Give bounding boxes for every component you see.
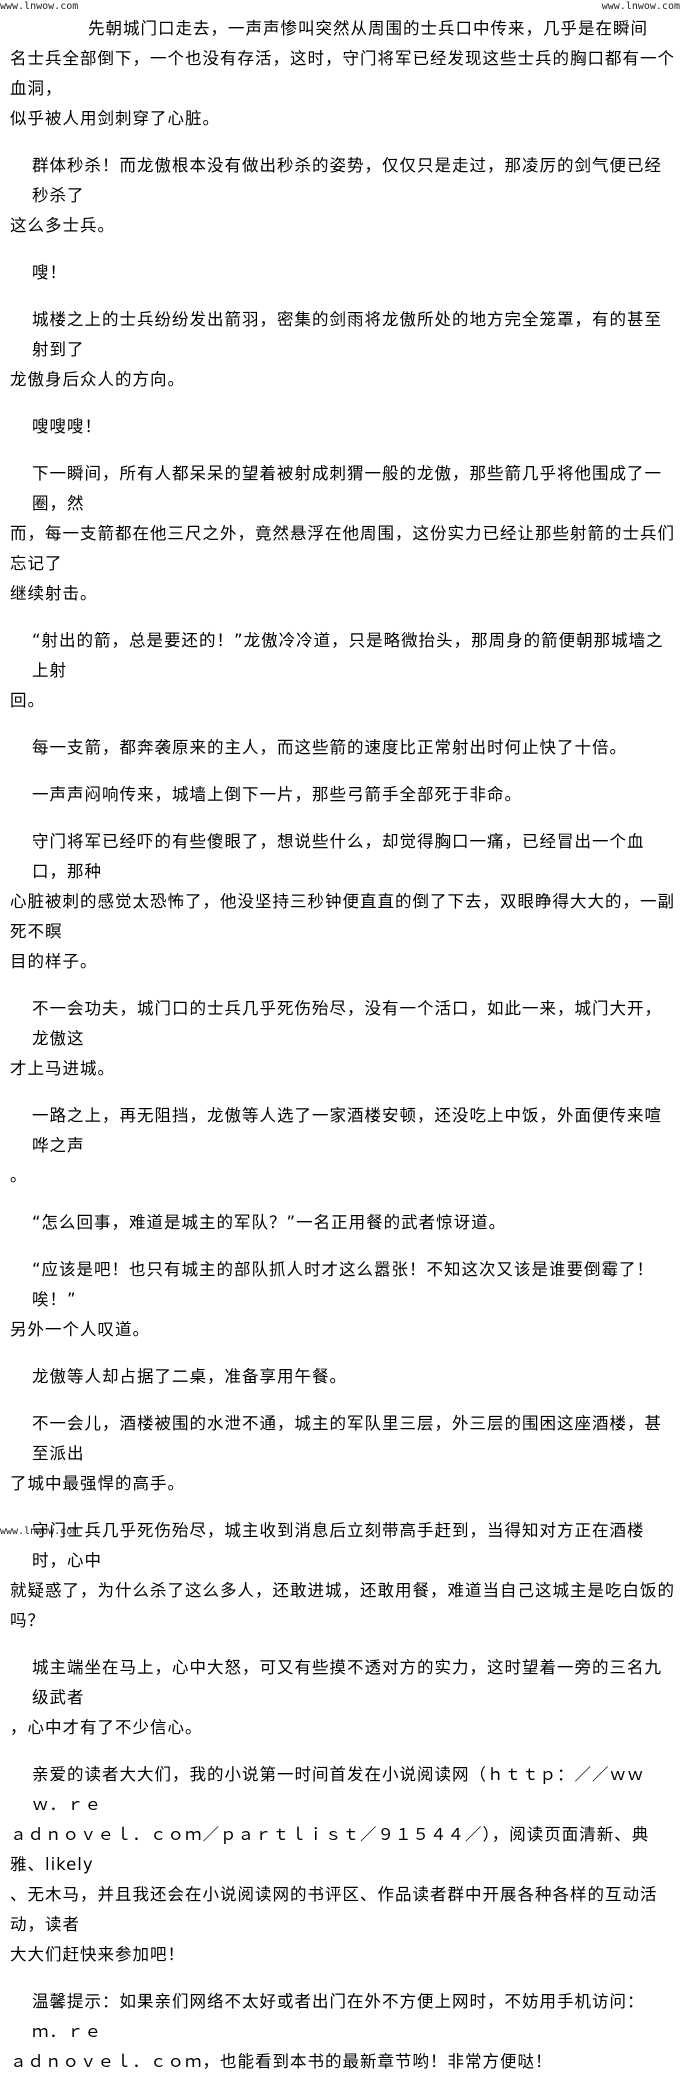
paragraph: “射出的箭，总是要还的！”龙傲冷冷道，只是略微抬头，那周身的箭便朝那城墙之上射回… [10,626,675,716]
text-line: 这么多士兵。 [10,216,115,235]
paragraph: 嗖！ [10,258,675,288]
paragraph: 群体秒杀！而龙傲根本没有做出秒杀的姿势，仅仅只是走过，那凌厉的剑气便已经秒杀了这… [10,151,675,241]
text-line: 群体秒杀！而龙傲根本没有做出秒杀的姿势，仅仅只是走过，那凌厉的剑气便已经秒杀了 [32,156,662,205]
paragraph: “应该是吧！也只有城主的部队抓人时才这么嚣张！不知这次又该是谁要倒霉了！唉！” 另… [10,1255,675,1345]
text-line: 城楼之上的士兵纷纷发出箭羽，密集的剑雨将龙傲所处的地方完全笼罩，有的甚至射到了 [32,310,662,359]
paragraph: 每一支箭，都奔袭原来的主人，而这些箭的速度比正常射出时何止快了十倍。 [10,733,675,763]
text-line: 名士兵全部倒下，一个也没有存活，这时，守门将军已经发现这些士兵的胸口都有一个血洞… [10,49,675,98]
paragraph: 龙傲等人却占据了二桌，准备享用午餐。 [10,1362,675,1392]
text-line: 、无木马，并且我还会在小说阅读网的书评区、作品读者群中开展各种各样的互动活动，读… [10,1885,658,1934]
text-line: 下一瞬间，所有人都呆呆的望着被射成刺猬一般的龙傲，那些箭几乎将他围成了一圈，然 [32,464,662,513]
text-line: 继续射击。 [10,584,98,603]
text-line: 一声声闷响传来，城墙上倒下一片，那些弓箭手全部死于非命。 [32,785,522,804]
text-line: 了城中最强悍的高手。 [10,1474,185,1493]
text-line: 不一会儿，酒楼被围的水泄不通，城主的军队里三层，外三层的围困这座酒楼，甚至派出 [32,1414,662,1463]
text-line: 亲爱的读者大大们，我的小说第一时间首发在小说阅读网（ｈｔｔｐ：／／ｗｗｗ．ｒｅ [32,1765,645,1814]
text-line: 才上马进城。 [10,1059,115,1078]
paragraph: 嗖嗖嗖！ [10,412,675,442]
text-line: 龙傲身后众人的方向。 [10,370,185,389]
text-line: 守门将军已经吓的有些傻眼了，想说些什么，却觉得胸口一痛，已经冒出一个血口，那种 [32,832,645,881]
chapter-body: 先朝城门口走去，一声声惨叫突然从周围的士兵口中传来，几乎是在瞬间名士兵全部倒下，… [10,14,675,2094]
text-line: 就疑惑了，为什么杀了这么多人，还敢进城，还敢用餐，难道当自己这城主是吃白饭的吗？ [10,1581,675,1630]
paragraph: 先朝城门口走去，一声声惨叫突然从周围的士兵口中传来，几乎是在瞬间名士兵全部倒下，… [10,14,675,134]
text-line: 心脏被刺的感觉太恐怖了，他没坚持三秒钟便直直的倒了下去，双眼睁得大大的，一副死不… [10,892,675,941]
text-line: 一路之上，再无阻挡，龙傲等人选了一家酒楼安顿，还没吃上中饭，外面便传来喧哗之声 [32,1106,662,1155]
text-line: 而，每一支箭都在他三尺之外，竟然悬浮在他周围，这份实力已经让那些射箭的士兵们忘记… [10,524,675,573]
paragraph: 不一会儿，酒楼被围的水泄不通，城主的军队里三层，外三层的围困这座酒楼，甚至派出了… [10,1409,675,1499]
text-line: 先朝城门口走去，一声声惨叫突然从周围的士兵口中传来，几乎是在瞬间 [88,19,648,38]
paragraph: “怎么回事，难道是城主的军队？”一名正用餐的武者惊讶道。 [10,1208,675,1238]
text-line: “怎么回事，难道是城主的军队？”一名正用餐的武者惊讶道。 [32,1213,507,1232]
watermark-top-right: www.lnwow.com [601,1,680,13]
text-line: 城主端坐在马上，心中大怒，可又有些摸不透对方的实力，这时望着一旁的三名九级武者 [32,1658,662,1707]
paragraph: 亲爱的读者大大们，我的小说第一时间首发在小说阅读网（ｈｔｔｐ：／／ｗｗｗ．ｒｅ ａ… [10,1760,675,1970]
paragraph: 一路之上，再无阻挡，龙傲等人选了一家酒楼安顿，还没吃上中饭，外面便传来喧哗之声。 [10,1101,675,1191]
text-line: 。 [10,1166,28,1185]
paragraph: 一声声闷响传来，城墙上倒下一片，那些弓箭手全部死于非命。 [10,780,675,810]
paragraph: 温馨提示：如果亲们网络不太好或者出门在外不方便上网时，不妨用手机访问：ｍ．ｒｅ ａ… [10,1987,675,2077]
paragraph: 城楼之上的士兵纷纷发出箭羽，密集的剑雨将龙傲所处的地方完全笼罩，有的甚至射到了龙… [10,305,675,395]
text-line: ａｄｎｏｖｅｌ．ｃｏｍ，也能看到本书的最新章节哟！非常方便哒！ [10,2052,553,2071]
text-line: “应该是吧！也只有城主的部队抓人时才这么嚣张！不知这次又该是谁要倒霉了！唉！” [32,1260,655,1309]
paragraph: 下一瞬间，所有人都呆呆的望着被射成刺猬一般的龙傲，那些箭几乎将他围成了一圈，然而… [10,459,675,609]
text-line: 目的样子。 [10,952,98,971]
text-line: 每一支箭，都奔袭原来的主人，而这些箭的速度比正常射出时何止快了十倍。 [32,738,627,757]
text-line: 温馨提示：如果亲们网络不太好或者出门在外不方便上网时，不妨用手机访问：ｍ．ｒｅ [32,1992,645,2041]
paragraph: 守门士兵几乎死伤殆尽，城主收到消息后立刻带高手赶到，当得知对方正在酒楼时，心中就… [10,1516,675,1636]
text-line: 大大们赶快来参加吧！ [10,1945,185,1964]
text-line: 似乎被人用剑刺穿了心脏。 [10,109,220,128]
text-line: 嗖嗖嗖！ [32,417,102,436]
watermark-top-left: www.lnwow.com [0,1,79,13]
paragraph: 守门将军已经吓的有些傻眼了，想说些什么，却觉得胸口一痛，已经冒出一个血口，那种心… [10,827,675,977]
text-line: “射出的箭，总是要还的！”龙傲冷冷道，只是略微抬头，那周身的箭便朝那城墙之上射 [32,631,664,680]
text-line: 回。 [10,691,45,710]
text-line: 嗖！ [32,263,67,282]
paragraph: 城主端坐在马上，心中大怒，可又有些摸不透对方的实力，这时望着一旁的三名九级武者 ，… [10,1653,675,1743]
paragraph: 不一会功夫，城门口的士兵几乎死伤殆尽，没有一个活口，如此一来，城门大开，龙傲这才… [10,994,675,1084]
text-line: 龙傲等人却占据了二桌，准备享用午餐。 [32,1367,347,1386]
text-line: 另外一个人叹道。 [10,1320,150,1339]
watermark-bottom-left: www.lnwow.com [0,1526,79,1538]
text-line: ａｄｎｏｖｅｌ．ｃｏｍ／ｐａｒｔｌｉｓｔ／９１５４４／），阅读页面清新、典雅、l… [10,1825,650,1874]
text-line: 不一会功夫，城门口的士兵几乎死伤殆尽，没有一个活口，如此一来，城门大开，龙傲这 [32,999,662,1048]
text-line: 守门士兵几乎死伤殆尽，城主收到消息后立刻带高手赶到，当得知对方正在酒楼时，心中 [32,1521,645,1570]
text-line: ，心中才有了不少信心。 [10,1718,203,1737]
